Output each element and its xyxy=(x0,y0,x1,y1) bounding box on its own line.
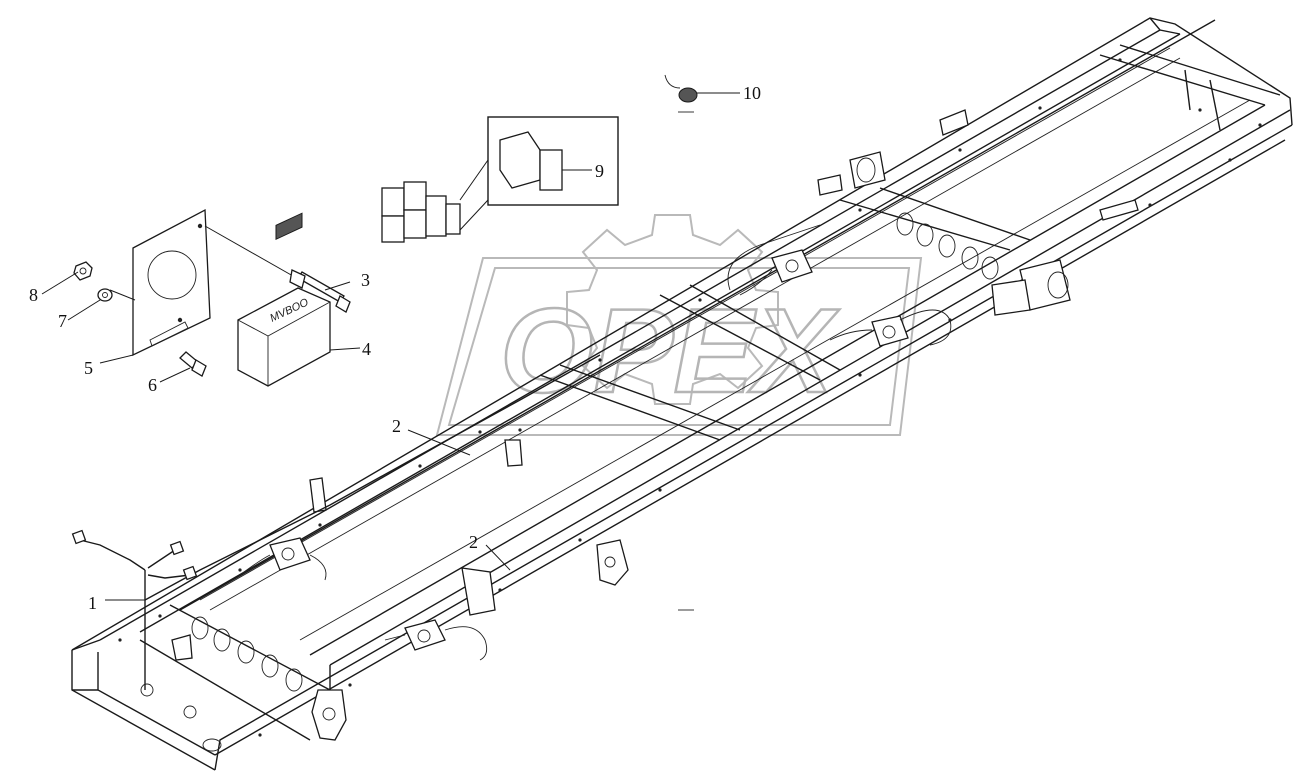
sensor-plug xyxy=(664,74,740,103)
relay-detail-box xyxy=(487,116,619,206)
callout-4: 4 xyxy=(362,339,371,359)
callout-9: 9 xyxy=(595,161,604,181)
callout-3: 3 xyxy=(361,270,370,290)
chassis-frame xyxy=(71,17,1293,771)
air-valve-mid xyxy=(384,619,488,661)
callout-8: 8 xyxy=(29,285,38,305)
leader-lines xyxy=(41,271,511,601)
callout-labels: 1 2 2 3 4 5 6 7 8 9 10 xyxy=(29,83,761,613)
air-valve-front xyxy=(239,537,327,581)
mounting-plate xyxy=(109,208,301,357)
spring-hangers xyxy=(171,439,629,741)
control-module: MVBOO xyxy=(237,212,331,387)
air-valve-rear xyxy=(727,224,952,347)
callout-2-lower: 2 xyxy=(469,532,478,552)
relay-block xyxy=(381,159,489,243)
callout-7: 7 xyxy=(58,311,67,331)
crossmember-holes xyxy=(140,212,999,752)
wiring-harness xyxy=(71,354,601,690)
nut-washer xyxy=(73,261,113,302)
callout-2-upper: 2 xyxy=(392,416,401,436)
callout-10: 10 xyxy=(743,83,761,103)
stray-marks xyxy=(678,111,694,611)
bolts xyxy=(179,269,351,377)
callout-1: 1 xyxy=(88,593,97,613)
callout-6: 6 xyxy=(148,375,157,395)
callout-5: 5 xyxy=(84,358,93,378)
rear-actuators xyxy=(817,109,1139,316)
